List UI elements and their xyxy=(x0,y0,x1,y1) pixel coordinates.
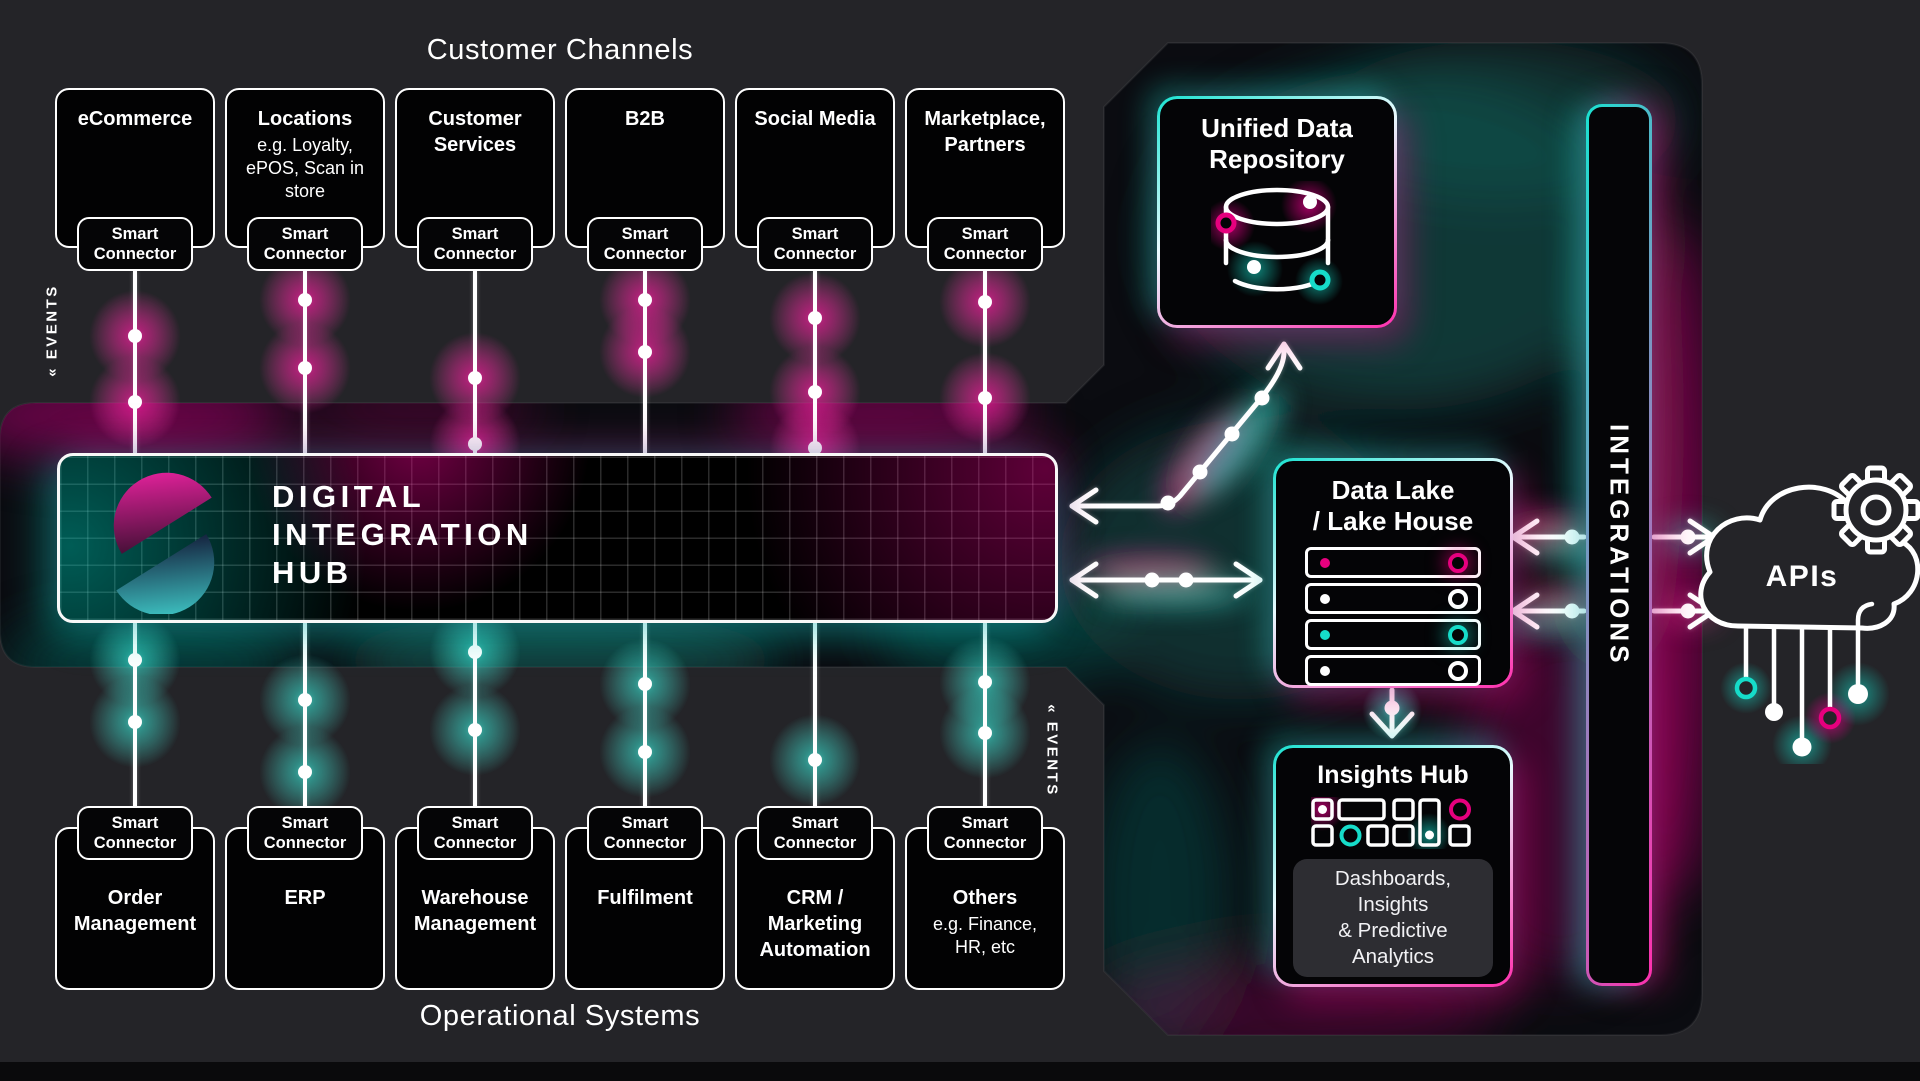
insights-hub-card: Insights Hub Dashboards, Insights & xyxy=(1273,745,1513,987)
smart-connector-label: Smart Connector xyxy=(603,814,687,852)
smart-connector-tab: Smart Connector xyxy=(587,806,703,860)
smart-connector-label: Smart Connector xyxy=(433,225,517,263)
cloud-data-lines xyxy=(1743,601,1875,741)
channel-title: eCommerce xyxy=(77,108,193,130)
smart-connector-label: Smart Connector xyxy=(773,814,857,852)
rack-dot xyxy=(1320,557,1330,568)
hub-title-line: INTEGRATION xyxy=(272,517,533,552)
smart-connector-tab: Smart Connector xyxy=(77,217,193,271)
bottom-strip xyxy=(0,1062,1920,1081)
smart-connector-tab: Smart Connector xyxy=(417,806,533,860)
events-label-right: « EVENTS xyxy=(1043,704,1061,797)
insights-panel-line: Insights xyxy=(1357,893,1429,916)
apis-cloud-icon xyxy=(1698,465,1920,764)
smart-connector-label: Smart Connector xyxy=(433,814,517,852)
channel-subtitle: e.g. Loyalty, ePOS, Scan in store xyxy=(245,135,365,201)
smart-connector-tab: Smart Connector xyxy=(417,217,533,271)
rack-dot xyxy=(1320,629,1330,640)
insights-title: Insights Hub xyxy=(1317,761,1469,789)
insights-panel: Dashboards, Insights & Predictive Analyt… xyxy=(1293,859,1493,977)
server-rack-icon xyxy=(1305,547,1481,686)
smart-connector-tab: Smart Connector xyxy=(757,806,873,860)
unified-data-repository-card: Unified Data Repository xyxy=(1157,96,1397,328)
smart-connector-label: Smart Connector xyxy=(263,225,347,263)
data-lake-title: Data Lake / Lake House xyxy=(1280,475,1506,537)
rack-dot xyxy=(1320,593,1330,604)
customer-channels-heading: Customer Channels xyxy=(426,34,694,66)
smart-connector-label: Smart Connector xyxy=(943,225,1027,263)
channel-title: Customer Services xyxy=(428,108,522,156)
repository-title: Unified Data Repository xyxy=(1201,113,1353,174)
system-title: ERP xyxy=(284,887,326,909)
system-title: Order Management xyxy=(73,887,197,935)
data-lake-card: Data Lake / Lake House xyxy=(1273,458,1513,688)
events-label-left: « EVENTS xyxy=(43,284,61,377)
smart-connector-label: Smart Connector xyxy=(943,814,1027,852)
insights-panel-line: Analytics xyxy=(1351,945,1435,968)
channel-title: Locations xyxy=(257,108,353,130)
gear-icon xyxy=(1831,465,1920,555)
smart-connector-label: Smart Connector xyxy=(263,814,347,852)
smart-connector-tab: Smart Connector xyxy=(757,217,873,271)
insights-panel-line: Dashboards, xyxy=(1334,867,1452,890)
rack-dot xyxy=(1320,665,1330,676)
apis-label: APIs xyxy=(1765,560,1839,593)
smart-connector-label: Smart Connector xyxy=(773,225,857,263)
data-lake-title-line: / Lake House xyxy=(1312,506,1474,536)
smart-connector-tab: Smart Connector xyxy=(927,217,1043,271)
arrow-paths xyxy=(1069,341,1717,739)
hub-title: DIGITAL INTEGRATION HUB xyxy=(272,478,533,592)
integrations-label: INTEGRATIONS xyxy=(1604,423,1635,667)
smart-connector-tab: Smart Connector xyxy=(247,217,363,271)
operational-systems-heading: Operational Systems xyxy=(419,1000,701,1032)
integrations-bar: INTEGRATIONS xyxy=(1586,104,1652,986)
smart-connector-label: Smart Connector xyxy=(93,814,177,852)
system-title: Warehouse Management xyxy=(413,887,537,935)
smart-connector-tab: Smart Connector xyxy=(77,806,193,860)
rack-row xyxy=(1305,655,1481,686)
system-title: Others xyxy=(952,887,1018,909)
smart-connector-tab: Smart Connector xyxy=(927,806,1043,860)
system-subtitle: e.g. Finance, HR, etc xyxy=(932,914,1038,957)
smart-connector-tab: Smart Connector xyxy=(587,217,703,271)
data-lake-title-line: Data Lake xyxy=(1331,475,1455,505)
rack-row xyxy=(1305,583,1481,614)
channel-title: Social Media xyxy=(754,108,876,130)
rack-row xyxy=(1305,619,1481,650)
hub-logo-icon xyxy=(113,472,215,614)
smart-connector-label: Smart Connector xyxy=(93,225,177,263)
digital-integration-hub: DIGITAL INTEGRATION HUB xyxy=(57,453,1058,623)
smart-connector-label: Smart Connector xyxy=(603,225,687,263)
line-dots xyxy=(128,293,1696,779)
smart-connector-tab: Smart Connector xyxy=(247,806,363,860)
hub-title-line: HUB xyxy=(272,555,353,590)
dashboard-tiles-icon xyxy=(1311,797,1471,849)
insights-panel-line: & Predictive xyxy=(1338,919,1448,942)
rack-ring xyxy=(1448,588,1468,609)
database-icon xyxy=(1211,181,1343,305)
system-title: CRM / Marketing Automation xyxy=(759,887,871,961)
rack-ring xyxy=(1448,552,1468,573)
channel-title: B2B xyxy=(624,108,665,130)
rack-ring xyxy=(1448,660,1468,681)
rack-ring xyxy=(1448,624,1468,645)
system-title: Fulfilment xyxy=(597,887,693,909)
rack-row xyxy=(1305,547,1481,578)
channel-title: Marketplace, Partners xyxy=(924,108,1046,156)
hub-title-line: DIGITAL xyxy=(272,479,426,514)
